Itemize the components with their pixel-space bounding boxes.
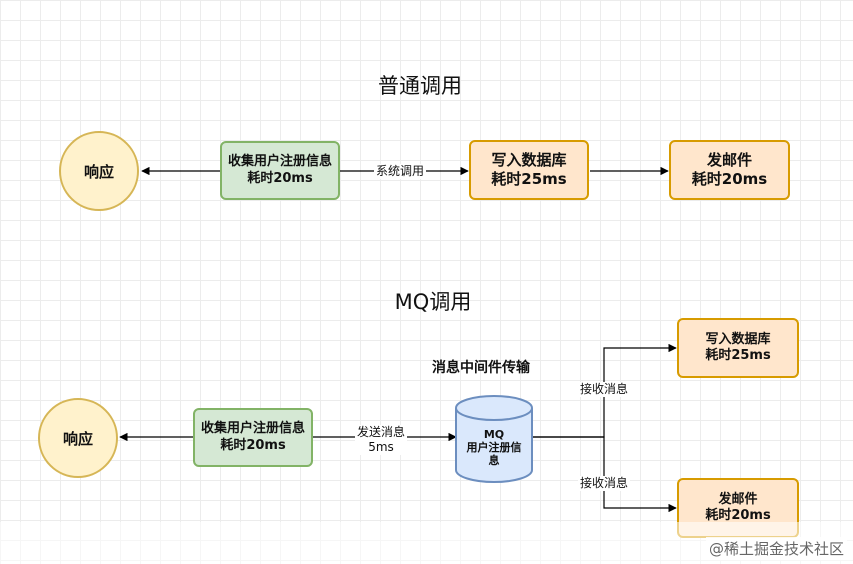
- normal-collect-line1: 收集用户注册信息: [227, 154, 332, 170]
- send-message-label: 发送消息 5ms: [355, 425, 408, 455]
- mq-mail-line2: 耗时20ms: [705, 508, 771, 523]
- queue-cylinder-icon: [455, 395, 533, 483]
- queue-line1: MQ: [483, 428, 505, 441]
- normal-mail-line2: 耗时20ms: [691, 170, 768, 188]
- system-call-label: 系统调用: [374, 164, 427, 179]
- queue-node-text: MQ 用户注册信 息: [456, 428, 532, 468]
- normal-db-line2: 耗时25ms: [491, 170, 567, 188]
- queue-line2: 用户注册信: [466, 441, 522, 455]
- send-message-line2: 5ms: [368, 440, 394, 454]
- normal-collect-line2: 耗时20ms: [247, 170, 313, 186]
- mq-mail-line1: 发邮件: [718, 491, 758, 507]
- mq-db-line2: 耗时25ms: [705, 348, 771, 363]
- edge-queue-to-mail: [532, 436, 677, 513]
- normal-mail-line1: 发邮件: [706, 151, 752, 170]
- mq-response-label: 响应: [62, 429, 93, 448]
- normal-call-title: 普通调用: [378, 74, 462, 98]
- normal-collect-node: 收集用户注册信息 耗时20ms: [220, 141, 340, 200]
- receive-message-label-top: 接收消息: [578, 382, 631, 397]
- normal-response-label: 响应: [83, 162, 114, 181]
- mq-collect-node: 收集用户注册信息 耗时20ms: [193, 408, 313, 467]
- normal-db-node: 写入数据库 耗时25ms: [469, 140, 589, 200]
- mq-response-node: 响应: [38, 398, 118, 478]
- mq-collect-line2: 耗时20ms: [220, 437, 286, 453]
- queue-line3: 息: [488, 454, 500, 468]
- middleware-label: 消息中间件传输: [432, 360, 530, 376]
- mq-collect-line1: 收集用户注册信息: [200, 421, 305, 437]
- normal-response-node: 响应: [59, 131, 139, 211]
- watermark: @稀土掘金技术社区: [705, 537, 847, 560]
- normal-db-line1: 写入数据库: [491, 151, 567, 170]
- receive-message-label-bottom: 接收消息: [578, 476, 631, 491]
- mq-db-line1: 写入数据库: [705, 331, 771, 347]
- normal-mail-node: 发邮件 耗时20ms: [669, 140, 790, 200]
- send-message-line1: 发送消息: [357, 425, 406, 439]
- mq-call-title: MQ调用: [394, 290, 472, 314]
- mq-db-node: 写入数据库 耗时25ms: [677, 318, 799, 378]
